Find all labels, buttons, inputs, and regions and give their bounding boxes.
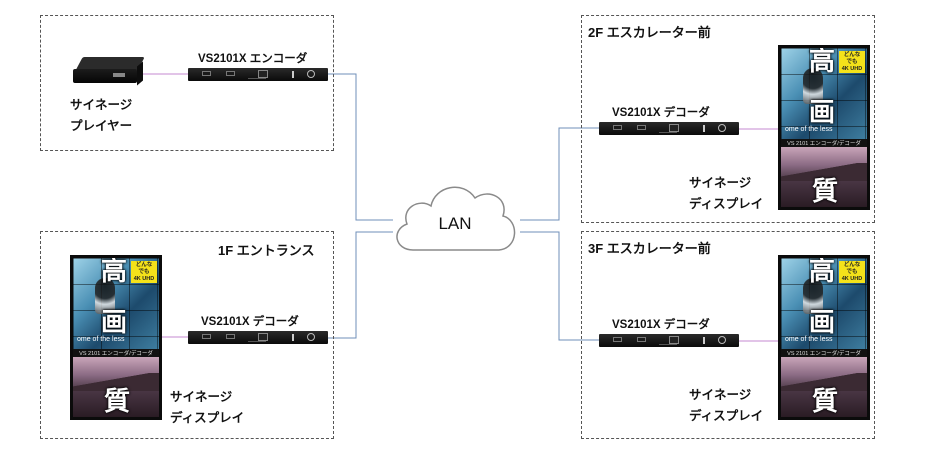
display-kanji-bottom: 質 bbox=[812, 177, 839, 207]
lan-wire-1f bbox=[328, 231, 393, 339]
decoder-1f-label: VS2101X デコーダ bbox=[201, 316, 299, 328]
display-strip: VS 2101 エンコーダ/デコーダ bbox=[781, 348, 867, 359]
zone-title-2f: 2F エスカレーター前 bbox=[588, 25, 711, 40]
display-kanji-top: 高 bbox=[101, 258, 128, 287]
lan-wire-encoder bbox=[328, 73, 393, 221]
lan-cloud: LAN bbox=[385, 172, 525, 262]
zone-1f-entrance bbox=[40, 231, 334, 439]
label-line1: サイネージ bbox=[170, 390, 233, 404]
display-tagline: ome of the less bbox=[785, 336, 833, 343]
lan-wire-2f bbox=[520, 127, 599, 221]
display-strip: VS 2101 エンコーダ/デコーダ bbox=[781, 138, 867, 149]
display-tagline: ome of the less bbox=[785, 126, 833, 133]
decoder-3f-device bbox=[599, 334, 739, 347]
zone-title-1f: 1F エントランス bbox=[218, 243, 315, 258]
decoder-3f-label: VS2101X デコーダ bbox=[612, 319, 710, 331]
decoder-2f-device bbox=[599, 122, 739, 135]
zone-title-3f: 3F エスカレーター前 bbox=[588, 241, 711, 256]
zone-2f-escalator bbox=[581, 15, 875, 223]
display-kanji-bottom: 質 bbox=[104, 387, 131, 417]
label-line1: サイネージ bbox=[70, 98, 133, 112]
signage-player-label: サイネージ プレイヤー bbox=[70, 95, 132, 137]
encoder-label: VS2101X エンコーダ bbox=[198, 53, 308, 65]
display-kanji-top: 高 bbox=[809, 48, 836, 77]
display-tagline: ome of the less bbox=[77, 336, 125, 343]
decoder-2f-label: VS2101X デコーダ bbox=[612, 107, 710, 119]
label-line1: サイネージ bbox=[689, 388, 752, 402]
display-kanji-mid: 画 bbox=[101, 308, 128, 338]
signage-display-label-2f: サイネージ ディスプレイ bbox=[689, 173, 763, 215]
label-line2: ディスプレイ bbox=[689, 197, 764, 211]
encoder-device bbox=[188, 68, 328, 81]
label-line2: ディスプレイ bbox=[689, 409, 764, 423]
signage-display-label-3f: サイネージ ディスプレイ bbox=[689, 385, 763, 427]
display-kanji-bottom: 質 bbox=[812, 387, 839, 417]
zone-3f-escalator bbox=[581, 231, 875, 439]
display-kanji-top: 高 bbox=[809, 258, 836, 287]
lan-wire-3f bbox=[520, 231, 599, 341]
signage-player-device bbox=[73, 57, 145, 86]
display-kanji-mid: 画 bbox=[809, 98, 836, 128]
display-strip: VS 2101 エンコーダ/デコーダ bbox=[73, 348, 159, 359]
cloud-icon bbox=[396, 186, 516, 251]
label-line1: サイネージ bbox=[689, 176, 752, 190]
label-line2: ディスプレイ bbox=[170, 411, 245, 425]
lan-label: LAN bbox=[438, 214, 472, 233]
display-kanji-mid: 画 bbox=[809, 308, 836, 338]
zone-player-site bbox=[40, 15, 334, 151]
decoder-1f-device bbox=[188, 331, 328, 344]
signage-display-label-1f: サイネージ ディスプレイ bbox=[170, 387, 244, 429]
label-line2: プレイヤー bbox=[70, 119, 133, 133]
